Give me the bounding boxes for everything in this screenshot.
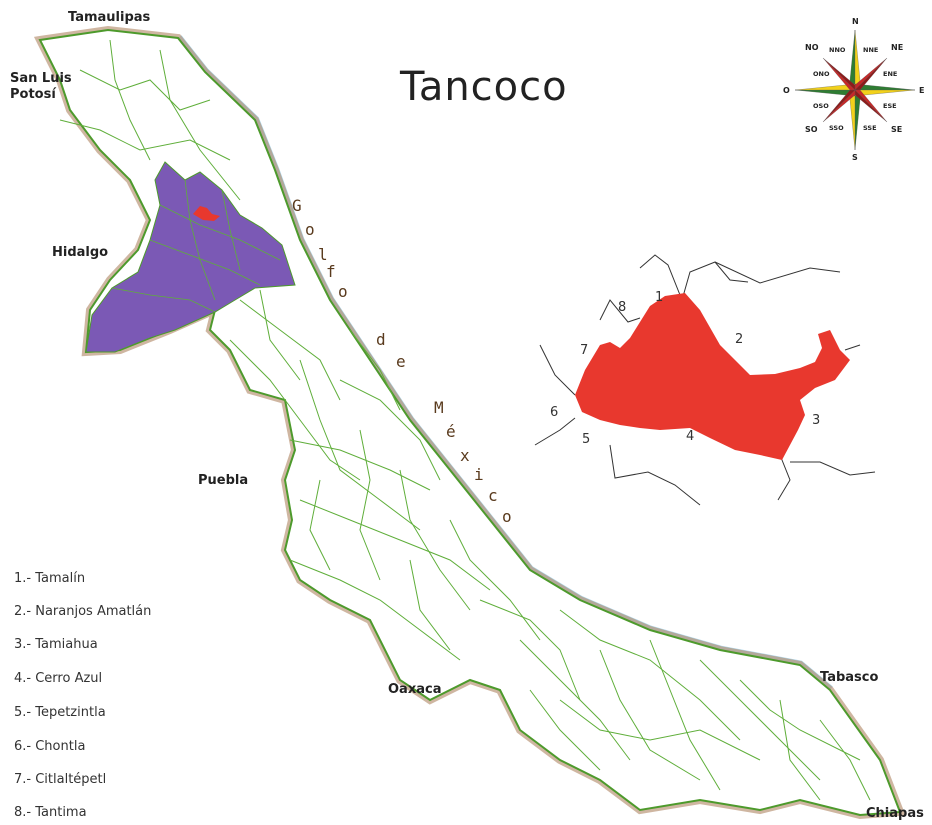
- inset-number-5: 5: [582, 432, 590, 447]
- gulf-letter-d: d: [376, 330, 386, 349]
- gulf-letter-f: f: [326, 262, 336, 281]
- compass-no: NO: [805, 43, 819, 52]
- legend-item-5: 5.- Tepetzintla: [14, 705, 106, 720]
- compass-sso: SSO: [829, 124, 844, 132]
- legend-item-6: 6.- Chontla: [14, 739, 86, 754]
- label-tamaulipas: Tamaulipas: [68, 10, 151, 25]
- gulf-letter-e: e: [396, 352, 406, 371]
- inset-number-6: 6: [550, 405, 558, 420]
- compass-s: S: [852, 153, 858, 162]
- compass-ono: ONO: [813, 70, 830, 78]
- compass-o: O: [783, 86, 790, 95]
- compass-nne: NNE: [863, 46, 878, 54]
- compass-e: E: [919, 86, 924, 95]
- compass-ese: ESE: [883, 102, 897, 110]
- compass-so: SO: [805, 125, 818, 134]
- gulf-letter-o2: o: [338, 282, 348, 301]
- gulf-letter-e2: é: [446, 422, 456, 441]
- gulf-letter-g: G: [292, 196, 302, 215]
- gulf-letter-x: x: [460, 446, 470, 465]
- region-boundaries: [111, 179, 281, 313]
- legend-item-1: 1.- Tamalín: [14, 571, 86, 586]
- compass-ene: ENE: [883, 70, 897, 78]
- inset-number-3: 3: [812, 413, 820, 428]
- page-title: Tancoco: [400, 64, 568, 110]
- inset-number-1: 1: [655, 290, 663, 305]
- gulf-letter-l: l: [318, 245, 328, 264]
- label-hidalgo: Hidalgo: [52, 245, 109, 260]
- gulf-letter-c: c: [488, 486, 498, 505]
- inset-number-8: 8: [618, 300, 626, 315]
- compass-ne: NE: [891, 43, 903, 52]
- huasteca-region: [85, 161, 296, 353]
- inset-map: 1 2 3 4 5 6 7 8: [534, 254, 876, 506]
- gulf-letter-o3: o: [502, 507, 512, 526]
- inset-number-7: 7: [580, 343, 588, 358]
- compass-oso: OSO: [813, 102, 829, 110]
- legend-item-7: 7.- Citlaltépetl: [14, 772, 107, 787]
- tancoco-location: [193, 206, 220, 221]
- inset-number-2: 2: [735, 332, 743, 347]
- label-tabasco: Tabasco: [820, 670, 879, 685]
- gulf-letter-m: M: [434, 398, 444, 417]
- compass-sse: SSE: [863, 124, 877, 132]
- legend-item-4: 4.- Cerro Azul: [14, 671, 103, 686]
- legend-item-8: 8.- Tantima: [14, 805, 87, 820]
- compass-n: N: [852, 17, 859, 26]
- label-puebla: Puebla: [198, 473, 249, 488]
- compass-se: SE: [891, 125, 902, 134]
- tancoco-inset: [575, 293, 850, 460]
- compass-rose-icon: N NNE NE ENE E ESE SE SSE S SSO SO OSO O…: [783, 17, 924, 162]
- municipal-boundaries: [59, 39, 871, 801]
- gulf-letter-i: i: [474, 465, 484, 484]
- legend-item-3: 3.- Tamiahua: [14, 637, 98, 652]
- label-san-luis-potosi-line1: San Luis: [10, 71, 72, 86]
- label-san-luis-potosi-line2: Potosí: [10, 87, 56, 102]
- gulf-letter-o1: o: [305, 220, 315, 239]
- legend-item-2: 2.- Naranjos Amatlán: [14, 604, 152, 619]
- compass-nno: NNO: [829, 46, 846, 54]
- inset-number-4: 4: [686, 429, 694, 444]
- label-chiapas: Chiapas: [866, 806, 924, 821]
- label-oaxaca: Oaxaca: [388, 682, 442, 697]
